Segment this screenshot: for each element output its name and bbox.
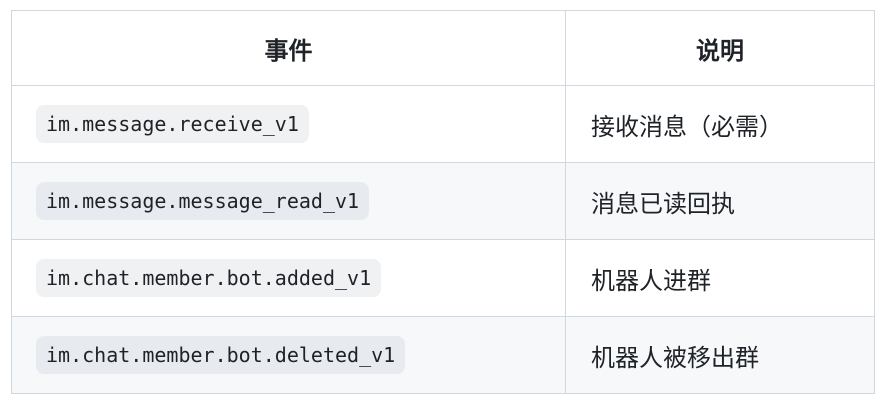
table-row: im.chat.member.bot.deleted_v1 机器人被移出群 (11, 316, 875, 394)
description-cell: 机器人被移出群 (565, 316, 875, 394)
description-cell: 机器人进群 (565, 239, 875, 317)
table-header-row: 事件 说明 (11, 10, 875, 86)
event-cell: im.message.message_read_v1 (11, 162, 566, 240)
column-header-event: 事件 (11, 10, 566, 86)
event-code-chip: im.message.receive_v1 (36, 105, 309, 143)
table-row: im.chat.member.bot.added_v1 机器人进群 (11, 239, 875, 317)
table-row: im.message.message_read_v1 消息已读回执 (11, 162, 875, 240)
table-row: im.message.receive_v1 接收消息（必需） (11, 85, 875, 163)
event-code-chip: im.chat.member.bot.added_v1 (36, 259, 382, 297)
event-cell: im.message.receive_v1 (11, 85, 566, 163)
column-header-description: 说明 (565, 10, 875, 86)
event-code-chip: im.message.message_read_v1 (36, 182, 370, 220)
description-cell: 接收消息（必需） (565, 85, 875, 163)
event-cell: im.chat.member.bot.deleted_v1 (11, 316, 566, 394)
event-cell: im.chat.member.bot.added_v1 (11, 239, 566, 317)
event-code-chip: im.chat.member.bot.deleted_v1 (36, 336, 406, 374)
description-cell: 消息已读回执 (565, 162, 875, 240)
